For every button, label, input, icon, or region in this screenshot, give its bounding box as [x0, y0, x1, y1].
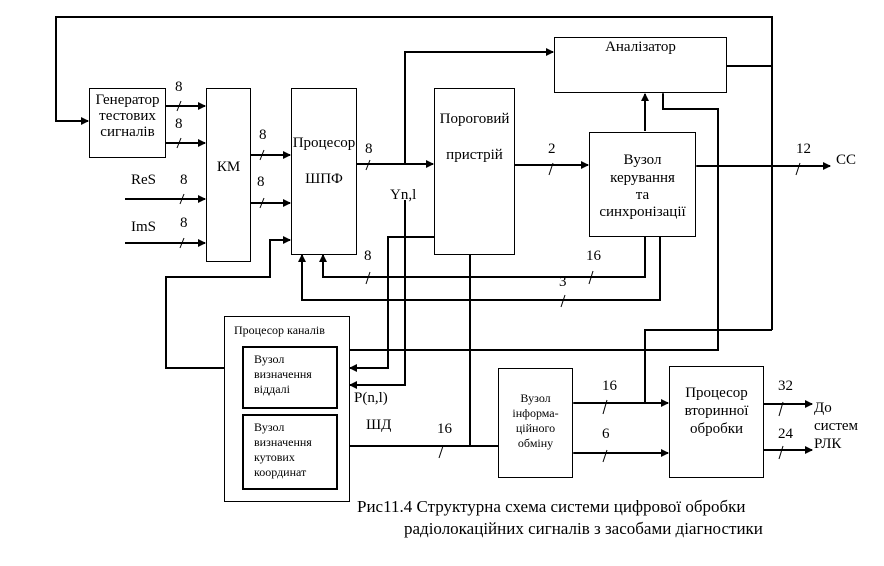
bus-width-shd: 16: [437, 421, 452, 437]
generator-label-3: сигналів: [100, 124, 155, 140]
res-label: ReS: [131, 172, 157, 188]
test-signal-generator-block: Генератор тестових сигналів: [89, 88, 166, 158]
angle-node-label-4: координат: [254, 465, 307, 479]
secondary-label-2: вторинної: [684, 403, 749, 419]
ctrl-16-bus: [319, 237, 646, 278]
bus-width-out32: 32: [778, 378, 793, 394]
cc-label: СС: [836, 152, 857, 168]
bus-width-gen2: 8: [175, 116, 183, 132]
info-label-2: інформа-: [512, 406, 559, 420]
figure-caption-line1: Рис11.4 Структурна схема системи цифрово…: [357, 497, 746, 516]
info-label-4: обміну: [517, 436, 554, 450]
bus-width-shpf: 8: [365, 141, 373, 157]
angle-node-label-3: кутових: [254, 450, 295, 464]
chproc-to-shpf: [165, 236, 291, 369]
threshold-label-1: Пороговий: [439, 111, 510, 127]
angle-node-block: Вузол визначення кутових координат: [242, 414, 338, 490]
info-label-1: Вузол: [520, 391, 551, 405]
shd-label: ШД: [366, 417, 392, 433]
secondary-label-3: обробки: [689, 421, 744, 437]
bus-width-out24: 24: [778, 426, 793, 442]
analyzer-block: Аналізатор: [554, 37, 727, 93]
fft-label-1: Процесор: [292, 135, 356, 151]
top-loop-line: [55, 16, 773, 330]
channel-processor-block: Процесор каналів Вузол визначення віддал…: [224, 316, 350, 502]
control-label-4: синхронізації: [599, 204, 686, 220]
bus-width-km1: 8: [259, 127, 267, 143]
bus-width-res: 8: [180, 172, 188, 188]
range-node-label-2: визначення: [254, 367, 312, 381]
threshold-label-2: пристрій: [446, 147, 503, 163]
figure-caption-line2: радіолокаційних сигналів з засобами діаг…: [404, 519, 763, 538]
yn-to-analyzer: [404, 48, 554, 164]
generator-label-2: тестових: [99, 108, 156, 124]
fft-processor-block: Процесор ШПФ: [291, 88, 357, 255]
yn-to-range: [349, 236, 435, 372]
analyzer-to-chproc: [340, 87, 719, 351]
pnl-label: P(n,l): [354, 390, 388, 406]
pnl-line: [349, 200, 406, 389]
control-label-1: Вузол: [623, 152, 662, 168]
to-system-label-1: До: [814, 400, 832, 416]
ynl-label: Yn,l: [390, 187, 417, 203]
bus-width-ctrl3: 3: [559, 274, 567, 290]
bus-width-fb8: 8: [364, 248, 372, 264]
bus-width-km2: 8: [257, 174, 265, 190]
bus-width-gen1: 8: [175, 79, 183, 95]
to-system-label-2: систем: [814, 418, 859, 434]
bus-width-cc: 12: [796, 141, 811, 157]
bus-width-ctrl16: 16: [586, 248, 601, 264]
ctrl-3-bus: [298, 237, 661, 301]
range-node-block: Вузол визначення віддалі: [242, 346, 338, 409]
to-system-label-3: РЛК: [814, 436, 842, 452]
bus-width-info16: 16: [602, 378, 617, 394]
generator-label-1: Генератор: [95, 92, 160, 108]
info-exchange-block: Вузол інформа- ційного обміну: [498, 368, 573, 478]
info-label-3: ційного: [515, 421, 556, 435]
secondary-processor-block: Процесор вторинної обробки: [669, 366, 764, 478]
fft-label-2: ШПФ: [305, 171, 343, 187]
km-block: КМ: [206, 88, 251, 262]
control-label-3: та: [635, 187, 650, 203]
ims-label: ImS: [131, 219, 157, 235]
secondary-label-1: Процесор: [685, 385, 748, 401]
km-label: КМ: [216, 159, 241, 175]
angle-node-label-1: Вузол: [254, 420, 285, 434]
control-sync-block: Вузол керування та синхронізації: [589, 132, 696, 237]
control-label-2: керування: [610, 170, 675, 186]
bus-width-ims: 8: [180, 215, 188, 231]
channel-processor-label: Процесор каналів: [234, 323, 325, 337]
analyzer-label: Аналізатор: [605, 39, 676, 55]
threshold-device-block: Пороговий пристрій: [434, 88, 515, 255]
range-node-label-3: віддалі: [254, 382, 290, 396]
right-loop: [644, 329, 772, 402]
angle-node-label-2: визначення: [254, 435, 312, 449]
range-node-label-1: Вузол: [254, 352, 285, 366]
bus-width-thr-ctrl: 2: [548, 141, 556, 157]
bus-width-info6: 6: [602, 426, 610, 442]
